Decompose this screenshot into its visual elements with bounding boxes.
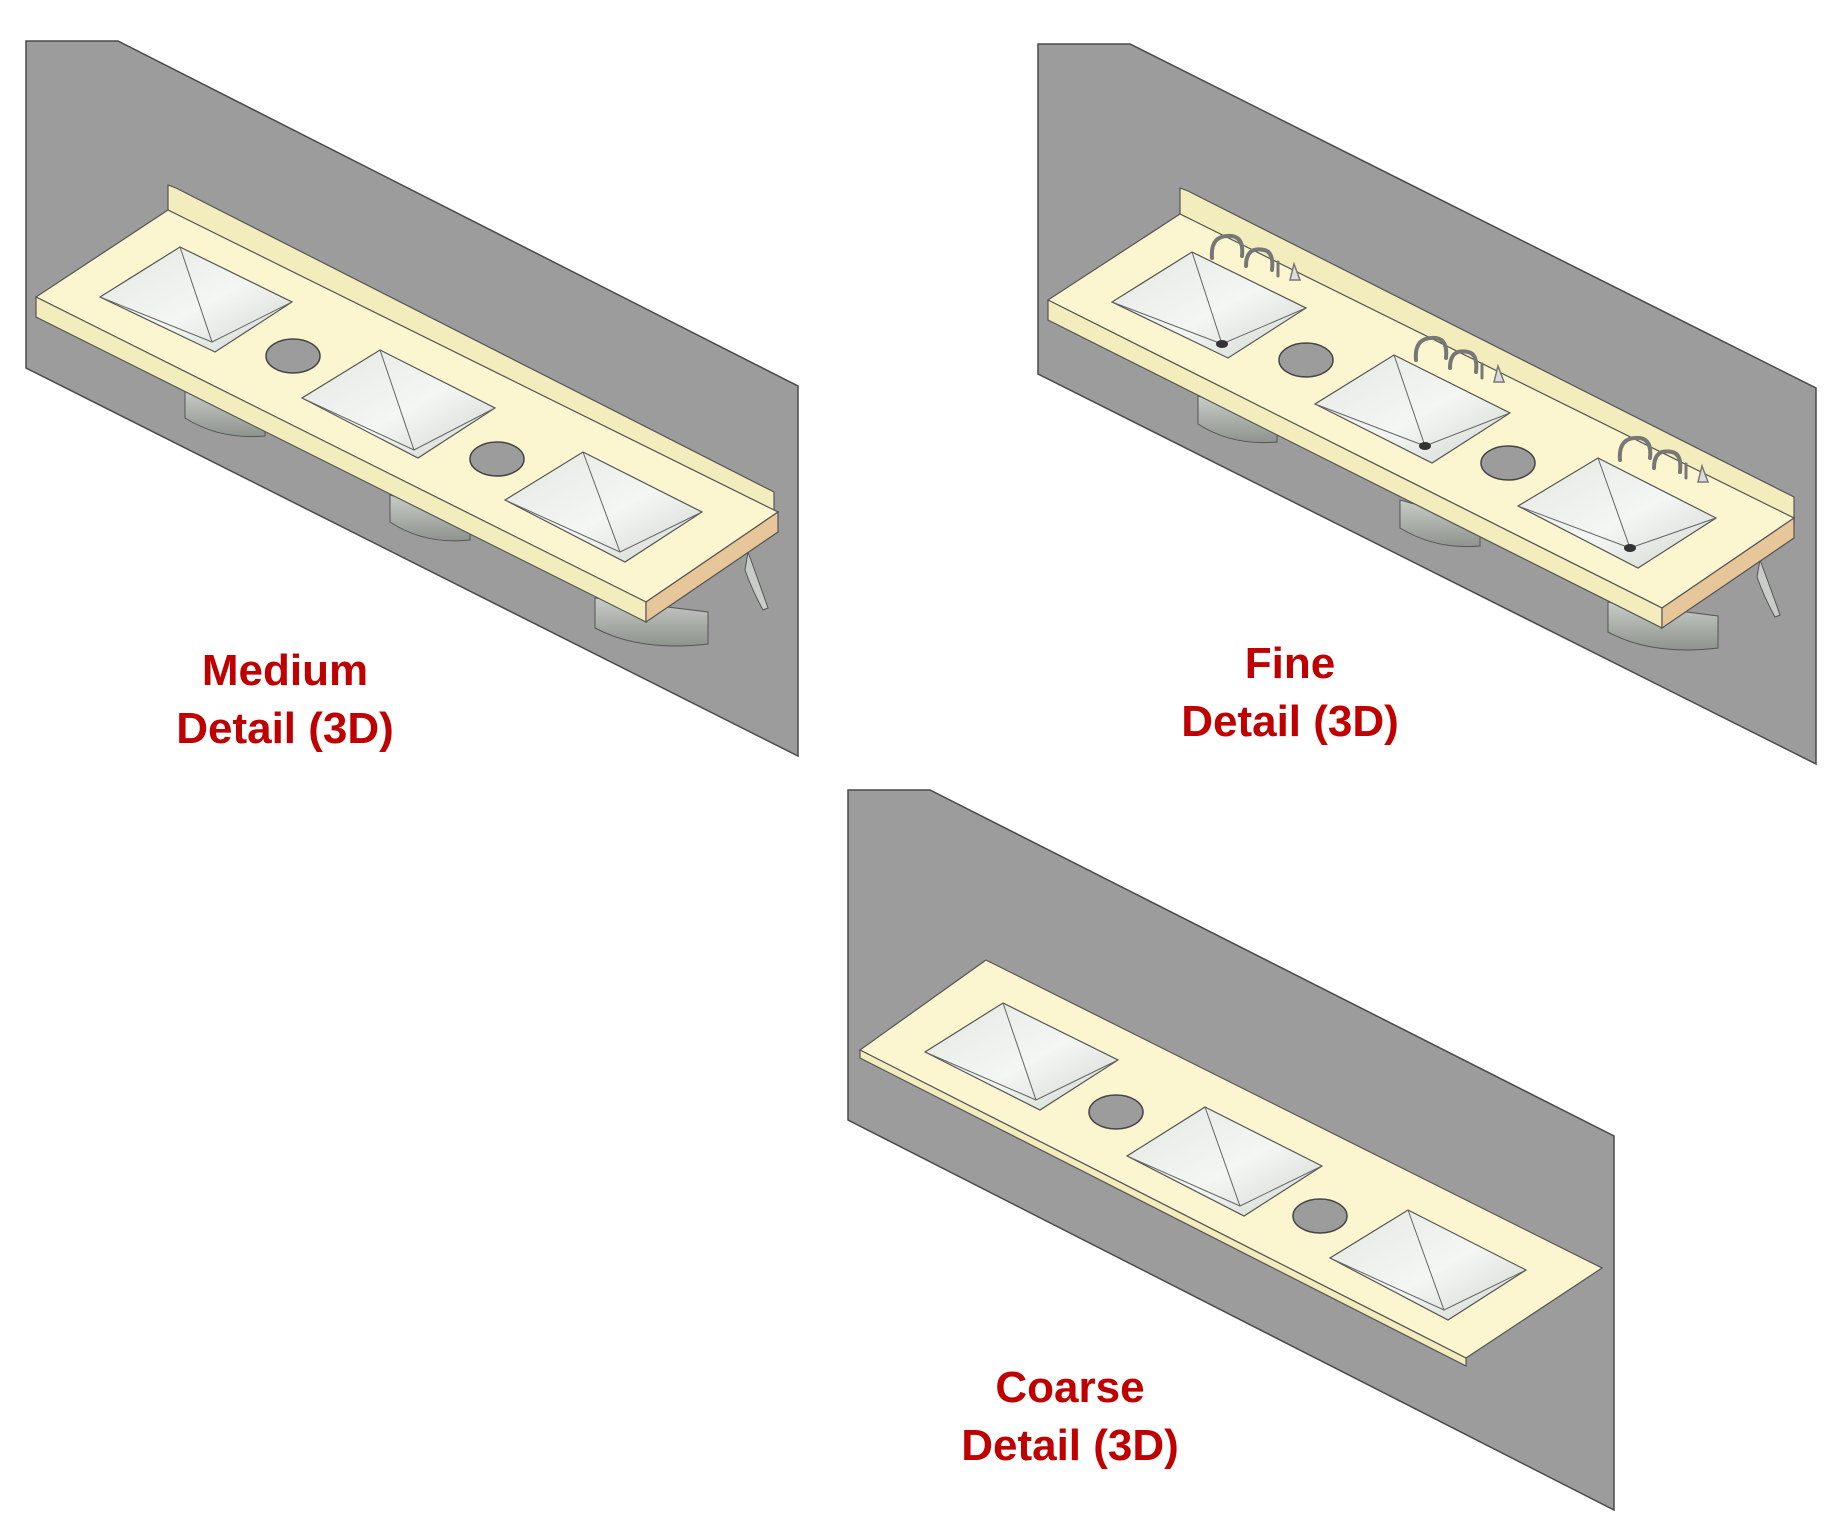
countertop-hole (469, 441, 525, 477)
countertop-hole (265, 338, 321, 374)
countertop-hole (1278, 342, 1334, 378)
view-caption-line1: Fine (1245, 639, 1335, 688)
sink (1516, 457, 1718, 569)
sink (98, 246, 294, 353)
view-caption-line2: Detail (3D) (1181, 697, 1399, 746)
countertop-hole (1480, 445, 1536, 481)
sink (1328, 1209, 1528, 1321)
view-caption-line2: Detail (3D) (961, 1421, 1179, 1470)
sink (923, 1002, 1120, 1111)
faucet-icon (1617, 435, 1710, 483)
countertop-side-edge (645, 510, 779, 624)
faucet-icon (1413, 335, 1506, 383)
sink (300, 349, 497, 459)
view-caption-line1: Medium (202, 646, 368, 695)
countertop-hole (1088, 1094, 1144, 1130)
drain-icon (1419, 442, 1431, 450)
countertop-front-edge (859, 1049, 1467, 1367)
drain-icon (1216, 340, 1228, 348)
view-caption-line2: Detail (3D) (176, 704, 394, 753)
sink (1110, 251, 1308, 359)
sink (503, 451, 704, 563)
sink (1125, 1106, 1324, 1217)
countertop-side-edge (1661, 516, 1795, 630)
drain-icon (1624, 544, 1636, 552)
medium-view: Medium Detail (3D) (25, 40, 799, 758)
sink (1313, 354, 1512, 464)
fine-view: Fine Detail (3D) (1037, 43, 1817, 766)
coarse-view: Coarse Detail (3D) (847, 789, 1615, 1512)
countertop-hole (1292, 1198, 1348, 1234)
view-caption-line1: Coarse (995, 1363, 1144, 1412)
faucet-icon (1209, 233, 1302, 281)
backsplash (167, 184, 775, 517)
